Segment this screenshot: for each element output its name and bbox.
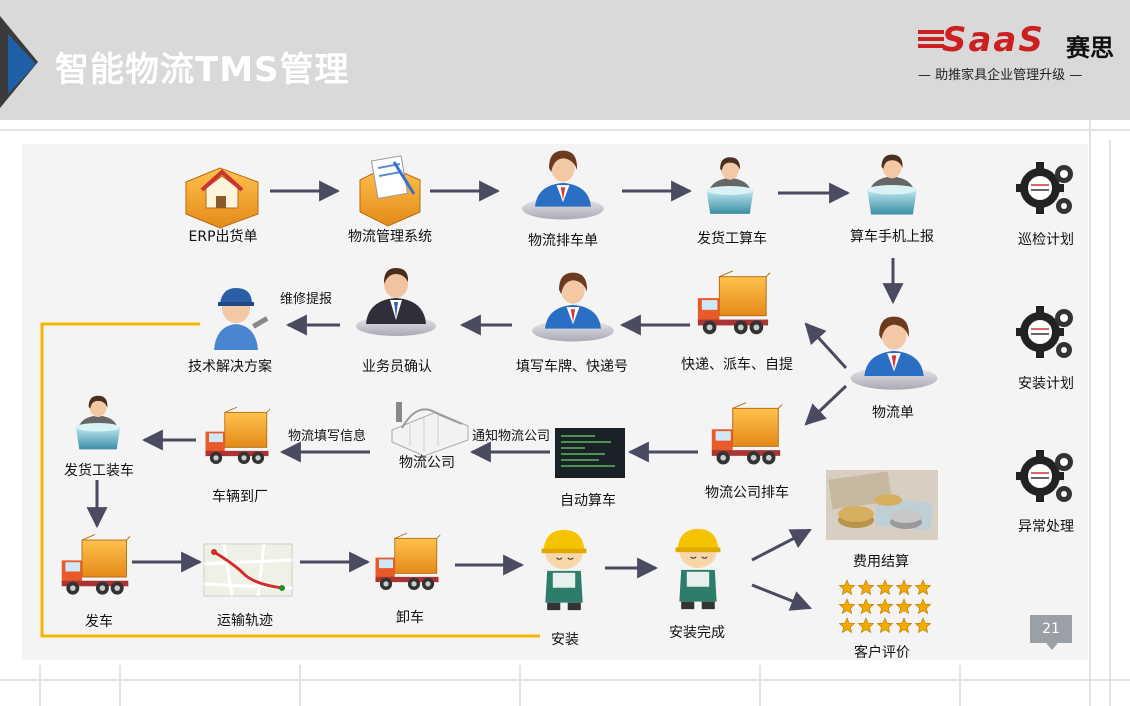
- customer-service-woman-icon: [522, 150, 604, 220]
- node-settlement: 费用结算: [853, 554, 909, 570]
- monitor-screen-icon: [555, 428, 625, 478]
- node-repair-tech: 技术解决方案: [188, 359, 272, 375]
- star-icon: [914, 617, 932, 634]
- route-map-icon: [203, 543, 293, 597]
- node-fill-plate: 填写车牌、快递号: [516, 359, 628, 375]
- customer-service-woman-icon: [532, 272, 614, 342]
- delivery-truck-icon: [711, 402, 783, 465]
- logo-brand: SaaS: [942, 20, 1045, 60]
- house-box-icon: [185, 167, 259, 229]
- side-item-inspection: 巡检计划: [1018, 232, 1074, 248]
- node-depart: 发车: [85, 614, 113, 630]
- coins-money-icon: [826, 470, 938, 540]
- hardhat-worker-icon: [541, 529, 587, 611]
- star-icon: [857, 579, 875, 596]
- header-bar: 智能物流TMS管理 SaaS 赛思 — 助推家具企业管理升级 —: [0, 0, 1130, 120]
- node-load-ship: 发货工装车: [64, 463, 134, 479]
- arrow-done-settle: [751, 528, 812, 562]
- node-install: 安装: [551, 632, 579, 648]
- customer-service-woman-icon: [850, 316, 938, 390]
- star-icon: [838, 617, 856, 634]
- page-number: 21: [1030, 615, 1072, 650]
- arrow-order-company: [804, 384, 848, 426]
- node-tms: 物流管理系统: [348, 229, 432, 245]
- star-icon: [857, 617, 875, 634]
- saas-logo: SaaS 赛思 — 助推家具企业管理升级 —: [918, 20, 1128, 83]
- logo-cn: 赛思: [1066, 34, 1114, 62]
- node-install-done: 安装完成: [669, 625, 725, 641]
- star-icon: [914, 598, 932, 615]
- arrow-done-review: [751, 583, 812, 611]
- node-log-company: 物流公司: [399, 455, 455, 471]
- node-calc-ship: 发货工算车: [697, 231, 767, 247]
- node-sales-confirm: 业务员确认: [362, 359, 432, 375]
- side-item-install-plan: 安装计划: [1018, 376, 1074, 392]
- worker-at-computer-icon: [706, 157, 754, 214]
- gear-plan-icon: [1016, 449, 1074, 503]
- node-dispatch: 物流排车单: [528, 233, 598, 249]
- warehouse-icon: [391, 402, 469, 457]
- star-icon: [838, 579, 856, 596]
- node-truck-arrive: 车辆到厂: [212, 489, 268, 505]
- worker-at-computer-icon: [75, 395, 121, 450]
- header-triangle-blue: [8, 34, 36, 94]
- mechanic-icon: [214, 288, 269, 350]
- background-building-lines: [0, 120, 1130, 706]
- five-star-rating-icon: [838, 579, 932, 634]
- star-icon: [876, 579, 894, 596]
- edge-label-repair: 维修提报: [280, 292, 333, 307]
- hardhat-worker-icon: [675, 528, 721, 610]
- star-icon: [895, 617, 913, 634]
- star-icon: [895, 598, 913, 615]
- star-icon: [895, 579, 913, 596]
- businessman-icon: [356, 268, 436, 336]
- star-icon: [838, 598, 856, 615]
- node-review: 客户评价: [854, 645, 910, 661]
- node-track: 运输轨迹: [217, 613, 273, 629]
- delivery-truck-icon: [375, 532, 441, 591]
- edge-label-fill-info: 物流填写信息: [288, 429, 367, 444]
- star-icon: [914, 579, 932, 596]
- flow-arrows: [86, 180, 904, 611]
- logo-stripes: [918, 30, 944, 48]
- box-document-icon: [359, 155, 421, 227]
- edge-label-notify: 通知物流公司: [472, 429, 551, 444]
- star-icon: [857, 598, 875, 615]
- arrow-order-express: [804, 322, 848, 370]
- delivery-truck-icon: [205, 406, 271, 465]
- node-logistics-order: 物流单: [872, 405, 914, 421]
- feedback-line: [40, 322, 540, 638]
- node-express: 快递、派车、自提: [681, 357, 793, 373]
- gear-plan-icon: [1016, 305, 1074, 359]
- gear-plan-icon: [1016, 161, 1074, 215]
- logo-tagline: — 助推家具企业管理升级 —: [918, 68, 1083, 83]
- delivery-truck-icon: [697, 270, 771, 335]
- page-title: 智能物流TMS管理: [55, 50, 350, 90]
- node-unload: 卸车: [396, 610, 424, 626]
- node-mobile-report: 算车手机上报: [850, 229, 934, 245]
- worker-at-computer-icon: [867, 154, 917, 215]
- star-icon: [876, 598, 894, 615]
- node-company-dispatch: 物流公司排车: [705, 485, 789, 501]
- node-erp: ERP出货单: [188, 229, 258, 245]
- star-icon: [876, 617, 894, 634]
- delivery-truck-icon: [61, 533, 131, 596]
- node-auto-calc: 自动算车: [560, 493, 616, 509]
- side-item-exception: 异常处理: [1018, 519, 1074, 535]
